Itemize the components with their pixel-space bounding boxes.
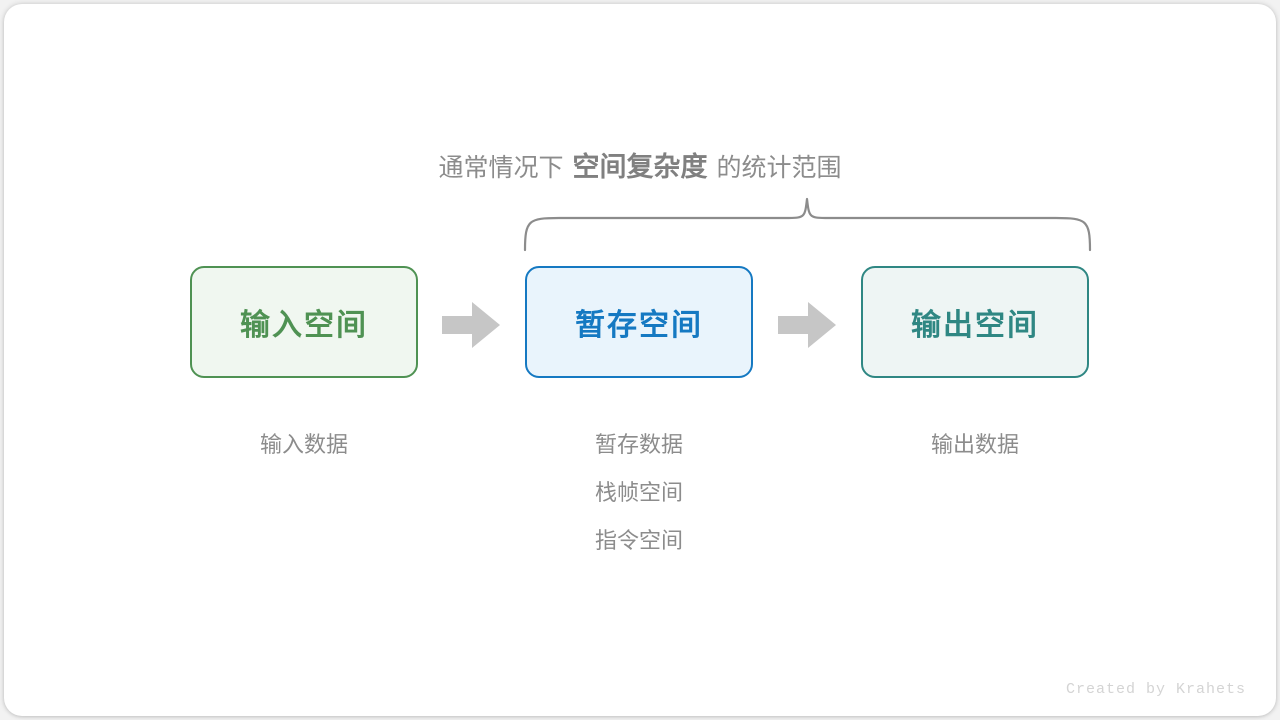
caption-suffix: 的统计范围 xyxy=(716,154,842,182)
sublabels-input: 输入数据 xyxy=(174,421,434,469)
credit-text: Created by Krahets xyxy=(1065,681,1246,698)
box-input-space-label: 输入空间 xyxy=(240,309,368,342)
arrow-right-icon xyxy=(778,302,836,348)
sublabel-item: 输出数据 xyxy=(930,432,1019,457)
sublabel-item: 输入数据 xyxy=(259,432,348,457)
box-output-space-label: 输出空间 xyxy=(911,309,1039,342)
caption-emphasis: 空间复杂度 xyxy=(572,152,708,182)
sublabels-temp: 暂存数据 栈帧空间 指令空间 xyxy=(509,421,769,565)
caption: 通常情况下空间复杂度的统计范围 xyxy=(0,149,1280,186)
box-input-space[interactable]: 输入空间 xyxy=(190,266,418,378)
sublabel-item: 暂存数据 xyxy=(594,432,683,457)
box-temp-space[interactable]: 暂存空间 xyxy=(525,266,753,378)
sublabel-item: 指令空间 xyxy=(594,528,683,553)
arrow-right-icon xyxy=(442,302,500,348)
sublabels-output: 输出数据 xyxy=(845,421,1105,469)
sublabel-item: 栈帧空间 xyxy=(594,480,683,505)
box-output-space[interactable]: 输出空间 xyxy=(861,266,1089,378)
curly-brace-span xyxy=(523,197,1092,252)
box-temp-space-label: 暂存空间 xyxy=(575,309,703,342)
caption-prefix: 通常情况下 xyxy=(438,154,564,182)
